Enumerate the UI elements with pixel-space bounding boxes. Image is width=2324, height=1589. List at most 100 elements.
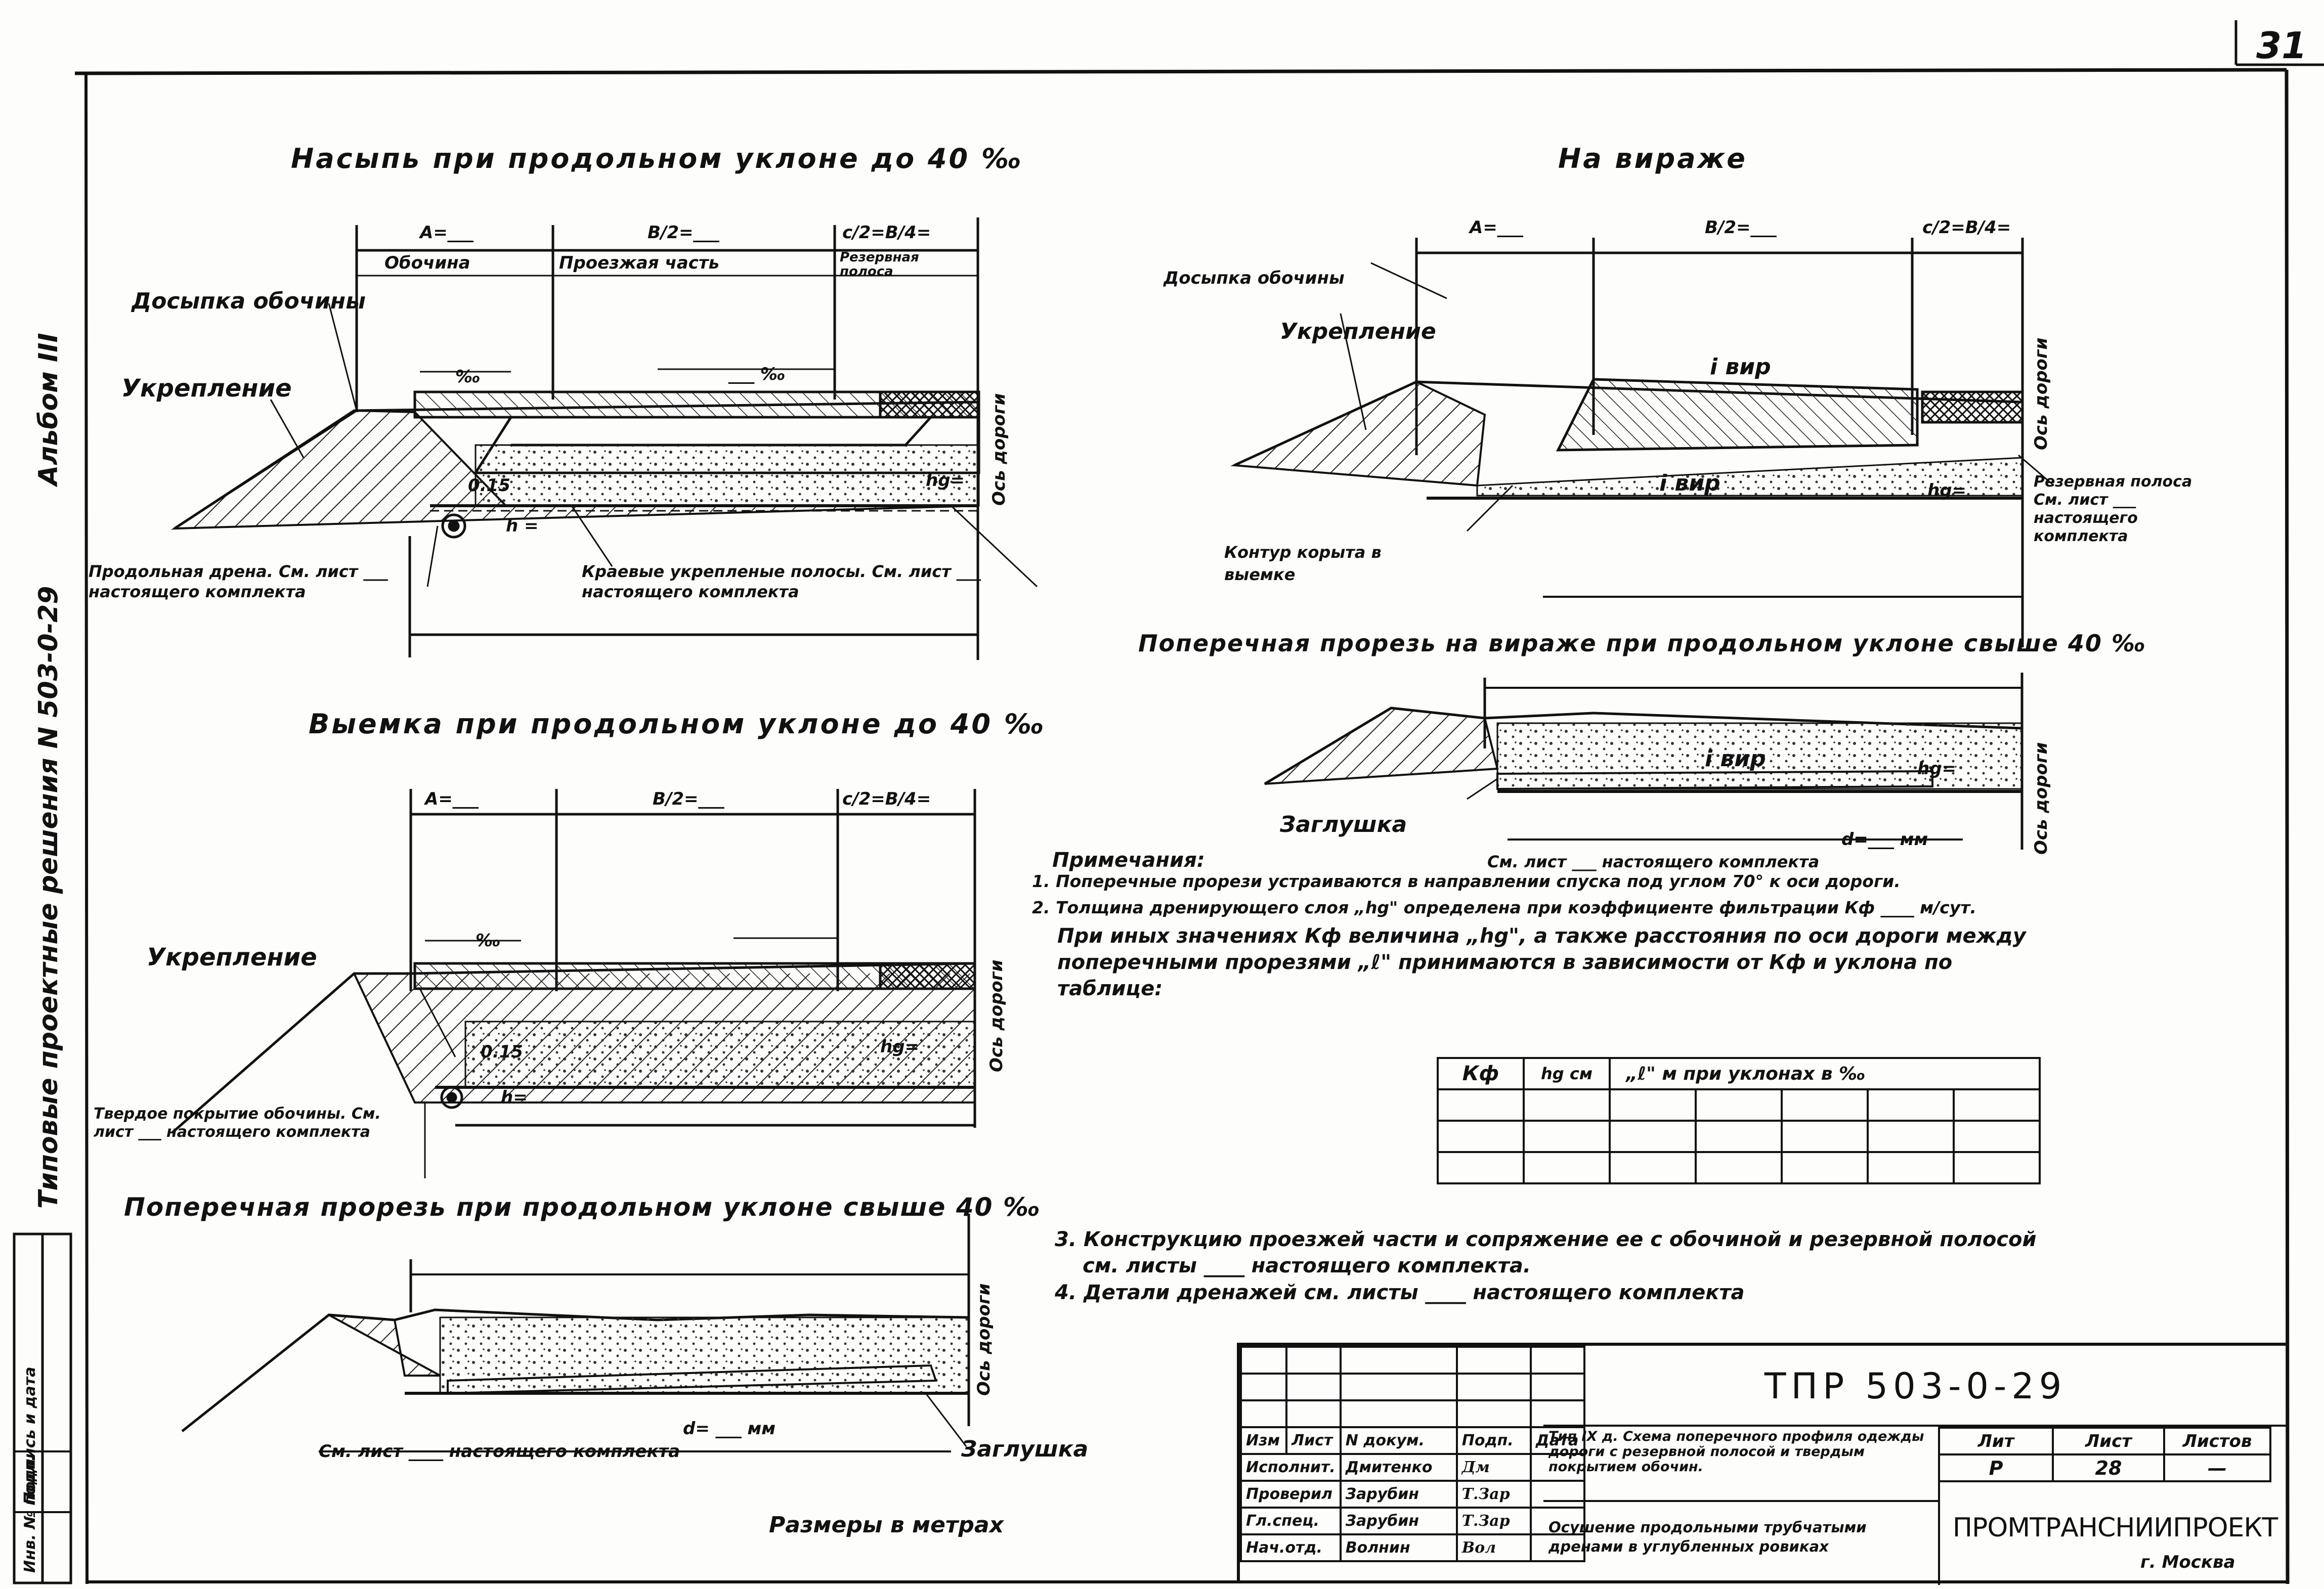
fig1-permille-2: ___ ‰: [728, 364, 786, 384]
fig5-trench-drawing: [1264, 673, 2024, 850]
fig1-dim-c: c/2=B/4=: [842, 223, 931, 243]
tb-head-data: Дата: [1529, 1426, 1585, 1455]
tb-signature: Т.Зар: [1455, 1480, 1532, 1509]
note-2b: При иных значениях Кф величина „hg", а т…: [1057, 924, 2026, 948]
fig4-dim-b2: B/2=___: [1705, 217, 1777, 238]
kf-cell: [1953, 1151, 2041, 1184]
note-3b: см. листы ____ настоящего комплекта.: [1083, 1254, 1531, 1277]
units-note: Размеры в метрах: [769, 1512, 1004, 1538]
tb-code: ТПР 503-0-29: [1543, 1346, 2288, 1427]
kf-cell: [1953, 1088, 2041, 1122]
fig4-dosypka: Досыпка обочины: [1164, 268, 1345, 288]
kf-cell: [1781, 1151, 1869, 1184]
fig2-cut-drawing: [171, 789, 976, 1178]
fig3-zaglushka: Заглушка: [961, 1436, 1089, 1462]
kf-cell: [1695, 1120, 1783, 1153]
kf-cell: [1437, 1151, 1525, 1184]
fig3-trench-drawing: [181, 1214, 970, 1452]
tb-cell: [1285, 1346, 1342, 1375]
tb-right-vline: [1938, 1427, 1940, 1585]
tb-cell: [1529, 1480, 1585, 1509]
tb-head-ndok: N докум.: [1339, 1426, 1458, 1455]
tb-role: Гл.спец.: [1240, 1507, 1342, 1535]
fig2-ukreplenie: Укрепление: [147, 943, 317, 972]
fig2-permille: ‰: [476, 931, 501, 951]
tb-role: Исполнит.: [1240, 1453, 1342, 1482]
fig2-dim-a: A=___: [425, 789, 479, 809]
kf-cell: [1867, 1151, 1955, 1184]
fig4-hg: hg=: [1927, 480, 1967, 501]
tb-list-value: 28: [2052, 1453, 2165, 1482]
fig2-h: h=: [501, 1087, 528, 1108]
fig2-dim-c: c/2=B/4=: [842, 789, 931, 809]
tb-listov-head: Листов: [2163, 1427, 2271, 1455]
fig2-title: Выемка при продольном уклоне до 40 ‰: [309, 708, 1046, 740]
fig3-d: d= ___ мм: [683, 1419, 776, 1439]
fig3-title: Поперечная прорезь при продольном уклоне…: [124, 1193, 1041, 1222]
tb-role: Проверил: [1240, 1480, 1342, 1509]
tb-person: Дмитенко: [1339, 1453, 1458, 1482]
fig1-dim-a: A=___: [420, 223, 474, 243]
fig1-permille-1: ‰: [455, 367, 481, 387]
kf-cell: [1523, 1151, 1611, 1184]
tb-listov-value: —: [2163, 1453, 2271, 1482]
kf-cell: [1867, 1088, 1955, 1122]
tb-cell: [1239, 1346, 1288, 1375]
tb-head-podp: Подп.: [1455, 1426, 1532, 1455]
fig1-axis: Ось дороги: [989, 393, 1009, 506]
fig1-edge-note: Краевые укрепленые полосы. См. лист ___ …: [582, 562, 981, 601]
kf-cell: [1867, 1120, 1955, 1153]
tb-cell: [1455, 1399, 1532, 1428]
kf-cell: [1695, 1088, 1783, 1122]
fig2-hg: hg=: [880, 1037, 920, 1057]
tb-head-izm: Изм: [1239, 1426, 1288, 1455]
fig2-v015: 0.15: [481, 1042, 523, 1062]
fig5-hg: hg=: [1917, 759, 1957, 779]
fig5-sheet-ref: См. лист ___ настоящего комплекта: [1487, 852, 1820, 871]
tb-head-list: Лист: [1285, 1426, 1342, 1455]
kf-head-kf: Кф: [1437, 1057, 1525, 1090]
kf-cell: [1437, 1088, 1525, 1122]
fig1-hg: hg=: [926, 470, 965, 491]
tb-cell: [1529, 1373, 1585, 1401]
fig3-sheet-ref: См. лист ____ настоящего комплекта: [319, 1441, 680, 1462]
kf-cell: [1437, 1120, 1525, 1153]
tb-cell: [1339, 1373, 1458, 1401]
side-album-label: Альбом III: [33, 333, 64, 485]
tb-cell: [1339, 1399, 1458, 1428]
kf-cell: [1523, 1120, 1611, 1153]
fig5-title: Поперечная прорезь на вираже при продоль…: [1138, 630, 2146, 657]
kf-cell: [1609, 1120, 1697, 1153]
tb-city: г. Москва: [2140, 1552, 2235, 1572]
tb-cell: [1455, 1346, 1532, 1375]
tb-desc-divider: [1543, 1500, 1938, 1502]
tb-list-head: Лист: [2052, 1427, 2165, 1455]
sheet-frame: [13, 20, 2324, 1584]
fig4-superelevation-drawing: [1230, 238, 2054, 647]
tb-cell: [1285, 1373, 1342, 1401]
kf-cell: [1953, 1120, 2041, 1153]
fig4-title: На вираже: [1558, 143, 1747, 174]
tb-desc-2: Осушение продольными трубчатыми дренами …: [1548, 1519, 1867, 1555]
tb-person: Зарубин: [1339, 1507, 1458, 1535]
fig4-i-vir-top: i вир: [1710, 354, 1771, 380]
fig5-zaglushka: Заглушка: [1280, 812, 1407, 837]
kf-cell: [1609, 1151, 1697, 1184]
sheet-number: 31: [2256, 24, 2307, 67]
tb-desc-1: Тип IX д. Схема поперечного профиля одеж…: [1548, 1429, 1924, 1475]
fig1-h: h =: [506, 516, 539, 536]
title-block: Изм Лист N докум. Подп. Дата Исполнит. Д…: [1237, 1343, 2288, 1585]
tb-person: Волнин: [1339, 1533, 1458, 1562]
fig1-v015: 0.15: [468, 475, 510, 496]
kf-head-hg: hg см: [1523, 1057, 1611, 1090]
note-3a: 3. Конструкцию проезжей части и сопряжен…: [1055, 1228, 2037, 1251]
fig5-i-vir: i вир: [1705, 746, 1766, 772]
fig4-dim-a: A=___: [1470, 217, 1523, 238]
fig4-i-vir-bottom: i вир: [1659, 470, 1720, 496]
tb-lit-table: Лит Лист Листов Р 28 —: [1938, 1427, 2271, 1482]
left-stamp-sign: Подпись и дата: [21, 1366, 39, 1505]
fig1-obochina: Обочина: [384, 253, 470, 273]
fig1-proezzhaya: Проезжая часть: [559, 253, 720, 273]
tb-org: ПРОМТРАНСНИИПРОЕКТ: [1952, 1513, 2278, 1543]
